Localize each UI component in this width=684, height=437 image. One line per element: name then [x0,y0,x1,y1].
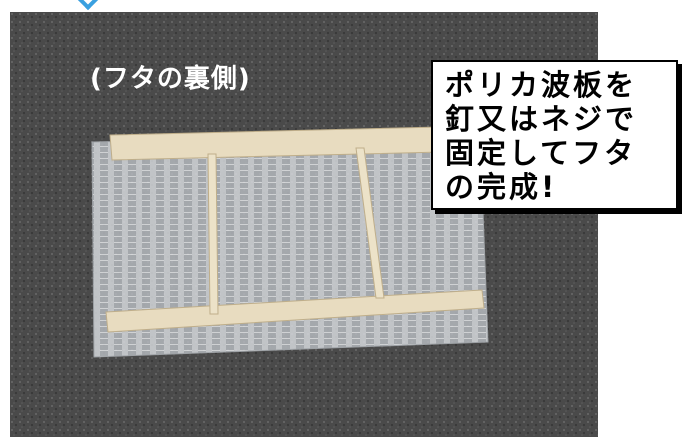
wood-left-crossbar [207,153,219,315]
wood-bottom-rail [105,289,485,333]
instruction-callout: ポリカ波板を 釘又はネジで 固定してフタ の完成! [431,60,678,210]
callout-line-4: の完成! [445,170,558,204]
callout-line-1: ポリカ波板を [445,68,638,102]
wood-right-crossbar [355,147,385,299]
photo-label: (フタの裏側) [90,64,251,94]
callout-line-3: 固定してフタ [445,136,637,170]
callout-line-2: 釘又はネジで [445,102,638,136]
chevron-down-icon [73,0,103,11]
